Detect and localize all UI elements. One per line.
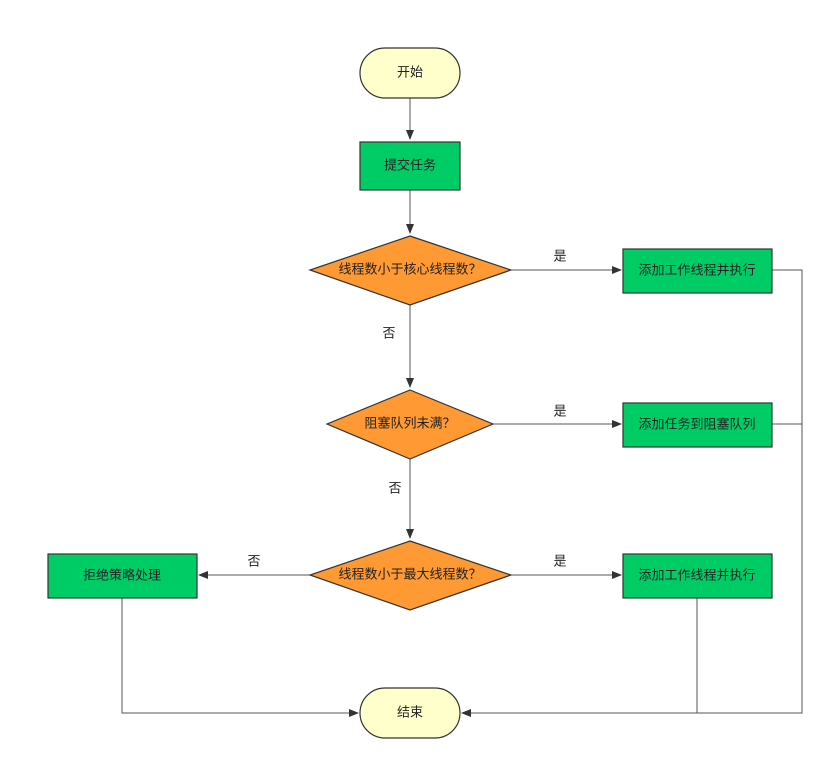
decision-queue-label: 阻塞队列未满？ (364, 416, 455, 432)
add-worker-label-2: 添加工作线程并执行 (638, 569, 755, 584)
edge-label-max-yes: 是 (553, 555, 566, 570)
edge-label-core-yes: 是 (553, 250, 566, 265)
reject-label: 拒绝策略处理 (83, 568, 161, 584)
start-node: 开始 (359, 47, 461, 99)
submit-task-node: 提交任务 (359, 141, 461, 191)
edge-label-max-no: 否 (247, 555, 260, 570)
add-to-queue-node: 添加任务到阻塞队列 (622, 402, 773, 448)
reject-node: 拒绝策略处理 (47, 553, 198, 599)
end-label: 结束 (397, 706, 423, 721)
add-worker-node-2: 添加工作线程并执行 (622, 553, 773, 599)
end-node: 结束 (359, 687, 461, 739)
add-worker-node-1: 添加工作线程并执行 (622, 248, 773, 294)
add-worker-label-1: 添加工作线程并执行 (638, 264, 755, 279)
add-to-queue-label: 添加任务到阻塞队列 (638, 417, 755, 433)
decision-max-label: 线程数小于最大线程数？ (338, 568, 481, 583)
edge-label-core-no: 否 (382, 327, 395, 342)
submit-task-label: 提交任务 (384, 158, 436, 174)
edge-right-bus-to-end (461, 269, 803, 717)
decision-queue: 阻塞队列未满？ (325, 389, 495, 460)
start-label: 开始 (397, 66, 423, 81)
connectors (121, 98, 803, 717)
edge-reject-to-end (121, 598, 359, 717)
decision-core-label: 线程数小于核心线程数？ (338, 263, 481, 278)
decision-core-threads: 线程数小于核心线程数？ (308, 235, 513, 306)
edge-label-queue-no: 否 (388, 482, 401, 497)
edge-label-queue-yes: 是 (553, 405, 566, 420)
decision-max-threads: 线程数小于最大线程数？ (308, 540, 513, 611)
